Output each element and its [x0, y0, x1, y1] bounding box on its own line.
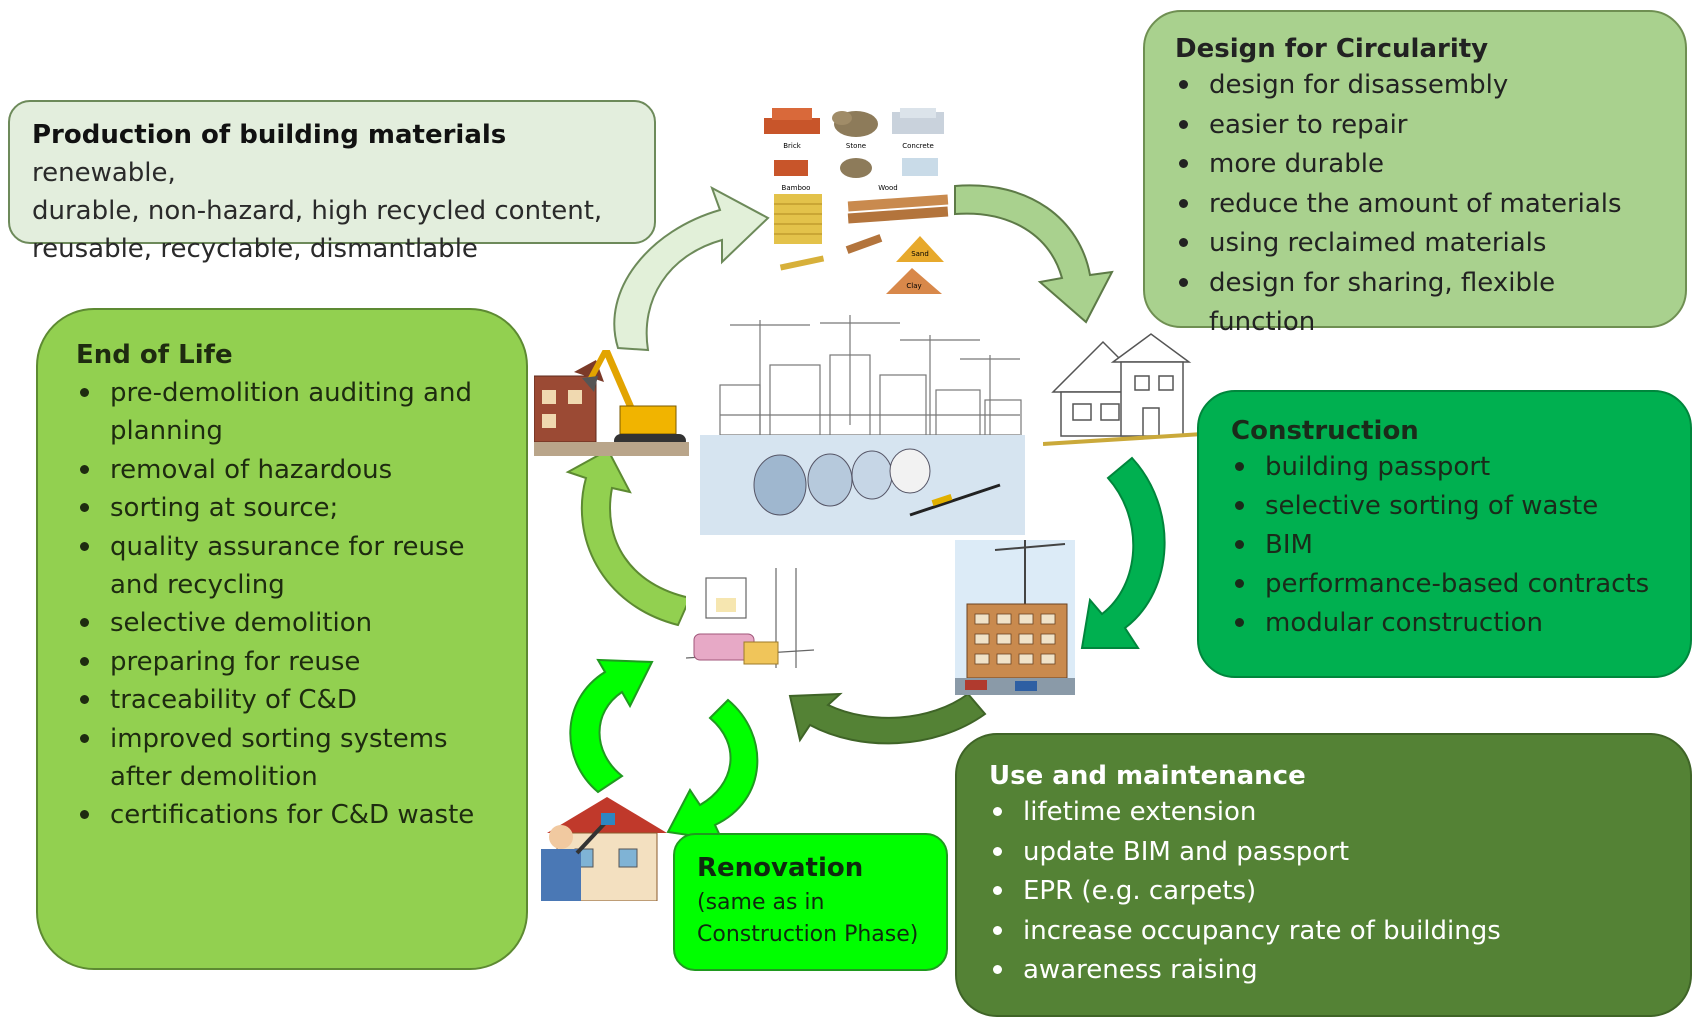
end-of-life-list: pre-demolition auditing and planning rem… [76, 374, 490, 835]
end-of-life-title: End of Life [76, 340, 233, 370]
renovation-note-2: Construction Phase) [697, 922, 919, 947]
list-item: pre-demolition auditing and planning [76, 374, 490, 451]
production-text-1: renewable, [32, 158, 176, 188]
renovation-title: Renovation [697, 853, 864, 883]
list-item: lifetime extension [989, 793, 1658, 833]
list-item: reduce the amount of materials [1175, 185, 1655, 225]
list-item: easier to repair [1175, 106, 1655, 146]
label-clay: Clay [906, 282, 921, 290]
use-maintenance-box: Use and maintenance lifetime extension u… [955, 733, 1692, 1017]
arrow-interior-to-excavator [565, 448, 692, 627]
building-site-icon [955, 540, 1075, 695]
arrow-eol-to-materials [613, 185, 770, 352]
design-list: design for disassembly easier to repair … [1175, 66, 1655, 343]
interior-room-icon [686, 568, 814, 686]
construction-list: building passport selective sorting of w… [1231, 448, 1658, 643]
list-item: EPR (e.g. carpets) [989, 872, 1658, 912]
list-item: awareness raising [989, 951, 1658, 991]
construction-box: Construction building passport selective… [1197, 390, 1692, 678]
production-box: Production of building materials renewab… [8, 100, 656, 264]
label-sand: Sand [911, 250, 929, 258]
label-brick: Brick [783, 142, 801, 150]
construction-title: Construction [1231, 416, 1419, 446]
label-wood: Wood [878, 184, 898, 192]
arrow-renovation-up [569, 658, 654, 794]
renovation-note-1: (same as in [697, 890, 825, 915]
bamboo-bundle [774, 194, 822, 244]
list-item: preparing for reuse [76, 643, 490, 681]
arrow-materials-to-house [954, 184, 1114, 324]
arrow-site-to-interior [788, 692, 987, 745]
list-item: BIM [1231, 526, 1658, 565]
list-item: selective sorting of waste [1231, 487, 1658, 526]
label-bamboo: Bamboo [782, 184, 811, 192]
use-maintenance-title: Use and maintenance [989, 761, 1306, 791]
list-item: selective demolition [76, 604, 490, 642]
list-item: traceability of C&D [76, 681, 490, 719]
design-box: Design for Circularity design for disass… [1143, 10, 1687, 337]
end-of-life-box: End of Life pre-demolition auditing and … [36, 308, 528, 970]
list-item: certifications for C&D waste [76, 796, 490, 834]
renovation-box: Renovation (same as in Construction Phas… [673, 833, 948, 971]
list-item: performance-based contracts [1231, 565, 1658, 604]
production-text-2: durable, non-hazard, high recycled conte… [32, 196, 603, 226]
list-item: modular construction [1231, 604, 1658, 643]
design-title: Design for Circularity [1175, 34, 1489, 64]
production-text-3: reusable, recyclable, dismantlable [32, 234, 478, 264]
list-item: using reclaimed materials [1175, 224, 1655, 264]
production-line-1: Production of building materials renewab… [32, 116, 632, 192]
arrow-renovation-down [666, 698, 759, 842]
label-concrete: Concrete [902, 142, 934, 150]
list-item: removal of hazardous [76, 451, 490, 489]
blueprint-rolls [753, 448, 931, 516]
label-stone: Stone [846, 142, 866, 150]
use-maintenance-list: lifetime extension update BIM and passpo… [989, 793, 1658, 991]
list-item: design for disassembly [1175, 66, 1655, 106]
list-item: design for sharing, flexible function [1175, 264, 1655, 343]
house-sketch-icon [1043, 333, 1203, 446]
list-item: more durable [1175, 145, 1655, 185]
list-item: quality assurance for reuse and recyclin… [76, 528, 490, 605]
production-title: Production of building materials [32, 120, 507, 150]
list-item: improved sorting systems after demolitio… [76, 720, 490, 797]
list-item: building passport [1231, 448, 1658, 487]
materials-illustration: Brick Stone Concrete Bamboo Wood Sand Cl… [764, 108, 949, 294]
arrow-house-to-site [1080, 456, 1166, 649]
renovation-house-icon [541, 797, 667, 901]
list-item: sorting at source; [76, 489, 490, 527]
list-item: update BIM and passport [989, 833, 1658, 873]
excavator-icon [534, 350, 689, 456]
city-blueprint-illustration [700, 315, 1025, 535]
list-item: increase occupancy rate of buildings [989, 912, 1658, 952]
